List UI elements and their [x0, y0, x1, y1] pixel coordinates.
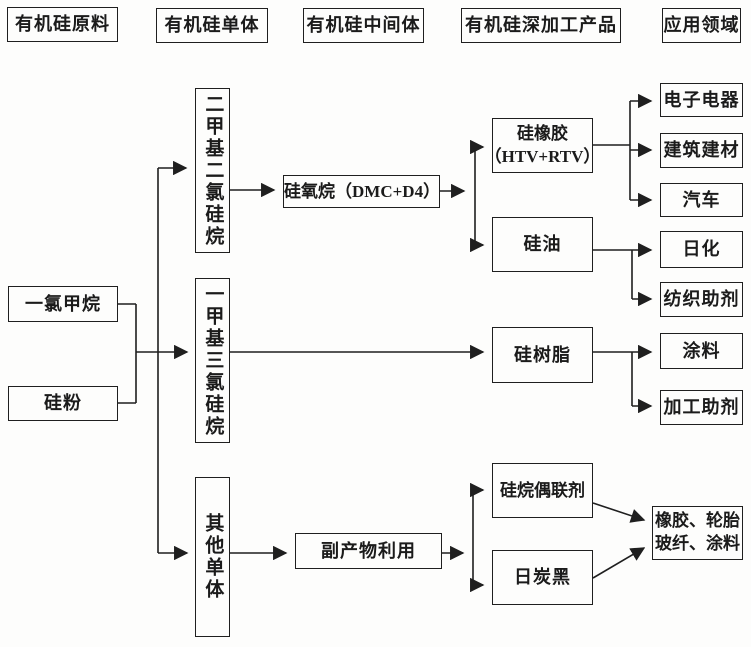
- node-rubber-tire-fiber-coating: 橡胶、轮胎 玻纤、涂料: [652, 506, 743, 560]
- header-raw-materials: 有机硅原料: [7, 7, 118, 42]
- header-intermediates: 有机硅中间体: [303, 8, 424, 43]
- node-construction-materials: 建筑建材: [660, 133, 743, 168]
- node-silicone-oil: 硅油: [492, 217, 593, 272]
- node-daily-chemicals: 日化: [660, 231, 743, 268]
- node-chloromethane: 一氯甲烷: [8, 286, 118, 322]
- node-coatings: 涂料: [660, 333, 743, 369]
- header-deep-products: 有机硅深加工产品: [461, 8, 621, 43]
- header-applications: 应用领域: [662, 8, 741, 43]
- node-electronics: 电子电器: [660, 83, 743, 117]
- node-merged-app-line2: 玻纤、涂料: [655, 534, 740, 553]
- node-textile-auxiliary: 纺织助剂: [660, 282, 743, 317]
- node-other-monomers: 其他单体: [195, 477, 230, 637]
- node-carbon-black: 日炭黑: [492, 550, 593, 605]
- node-silicone-rubber-line2: （HTV+RTV）: [484, 146, 601, 166]
- header-monomers: 有机硅单体: [156, 8, 268, 43]
- node-silicon-powder: 硅粉: [8, 386, 118, 421]
- node-siloxane: 硅氧烷（DMC+D4）: [283, 175, 440, 208]
- node-merged-app-line1: 橡胶、轮胎: [655, 511, 740, 531]
- node-silicone-rubber: 硅橡胶 （HTV+RTV）: [485, 118, 600, 173]
- node-byproduct-utilization: 副产物利用: [295, 533, 442, 569]
- node-dimethyldichlorosilane: 二甲基二氯硅烷: [195, 88, 230, 253]
- node-silicone-rubber-line1: 硅橡胶: [517, 123, 568, 143]
- node-methyltrichlorosilane: 一甲基三氯硅烷: [195, 278, 230, 443]
- node-silane-coupling-agent: 硅烷偶联剂: [492, 463, 593, 518]
- node-processing-aids: 加工助剂: [660, 390, 743, 425]
- node-silicone-resin: 硅树脂: [492, 327, 593, 383]
- node-automobile: 汽车: [660, 183, 743, 217]
